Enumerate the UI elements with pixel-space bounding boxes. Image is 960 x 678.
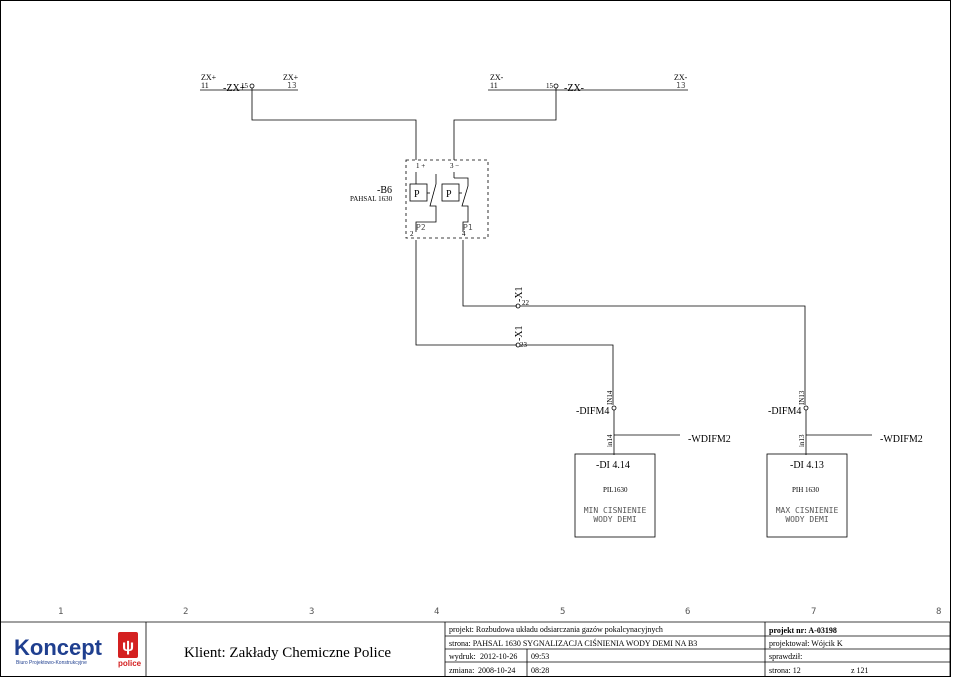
zxm-node	[553, 83, 559, 89]
change-date: 2008-10-24	[478, 666, 515, 675]
zxp-left-name: ZX+	[201, 73, 217, 82]
in13-di: -DI 4.13	[790, 460, 824, 471]
in14-difm: -DIFM4	[576, 406, 609, 417]
zxp-mid-pin: 15	[241, 82, 249, 90]
device-b6-pin2: 2	[410, 230, 414, 238]
wire-x1-23-in14	[520, 344, 614, 405]
print-label: wydruk:	[449, 652, 476, 661]
column-ruler: 1 2 3 4 5 6 7 8	[0, 607, 950, 623]
zxp-right-pin: 13	[287, 81, 297, 90]
logo-text: Koncept	[14, 635, 103, 660]
column-number: 3	[309, 607, 314, 617]
x1-22-tag: -X1	[514, 286, 525, 302]
column-number: 2	[183, 607, 188, 617]
zxp-left-pin: 11	[201, 81, 209, 90]
in14-di: -DI 4.14	[596, 460, 630, 471]
device-b6-pin3: 3 −	[450, 162, 459, 170]
designer: projektował: Wójcik K	[769, 639, 843, 648]
column-number: 6	[685, 607, 690, 617]
in14-pin: IN14	[606, 390, 614, 405]
x1-23-tag: -X1	[514, 325, 525, 341]
column-number: 8	[936, 607, 941, 617]
zxm-label: -ZX-	[564, 83, 584, 94]
in14-small: in14	[606, 434, 614, 447]
pressure-label-left: P	[414, 189, 420, 200]
in14-node	[611, 405, 617, 411]
device-b6-model: PAHSAL 1630	[350, 195, 393, 203]
pressure-label-right: P	[446, 189, 452, 200]
in14-code: PIL1630	[603, 486, 628, 494]
zxp-node	[249, 83, 255, 89]
zxm-right-name: ZX-	[674, 73, 688, 82]
zxm-left-pin: 11	[490, 81, 498, 90]
logo-tag: police	[118, 659, 142, 668]
in14-wdifm: -WDIFM2	[688, 434, 731, 445]
client-name: Klient: Zakłady Chemiczne Police	[184, 645, 391, 661]
in13-node	[803, 405, 809, 411]
terminal-x1-22: -X1 22	[514, 286, 530, 309]
wire-zx-minus	[453, 88, 557, 160]
checker: sprawdził:	[769, 652, 802, 661]
terminal-x1-23: -X1 23	[514, 325, 528, 349]
device-b6-pin1: 1 +	[416, 162, 425, 170]
project-title: projekt: Rozbudowa układu odsiarczania g…	[449, 625, 663, 634]
page-title: strona: PAHSAL 1630 SYGNALIZACJA CIŚNIEN…	[449, 638, 697, 648]
in14-box	[574, 453, 656, 538]
wire-zx-plus	[251, 88, 417, 160]
in13-pin: IN13	[798, 390, 806, 405]
column-number: 7	[811, 607, 816, 617]
input-channel-in14: -DIFM4 IN14 in14 -WDIFM2 -DI 4.14 PIL163…	[574, 390, 731, 538]
column-number: 4	[434, 607, 439, 617]
device-b6-out-right: P1	[463, 223, 473, 232]
device-b6-frame	[405, 159, 489, 239]
page-total: z 121	[851, 666, 869, 675]
device-b6-out-left: P2	[416, 223, 426, 232]
pressure-box-left	[409, 183, 428, 202]
zxm-mid-pin: 15	[546, 82, 554, 90]
zxm-right-pin: 13	[676, 81, 686, 90]
device-b6-tag: -B6	[377, 185, 392, 196]
project-number: projekt nr: A-03198	[769, 626, 837, 635]
zxp-right-name: ZX+	[283, 73, 299, 82]
change-label: zmiana:	[449, 666, 474, 675]
in13-code: PIH 1630	[792, 486, 820, 494]
svg-text:ψ: ψ	[122, 638, 134, 655]
change-time: 08:28	[531, 666, 549, 675]
title-block: Koncept ψ Biuro Projektowo-Konstrukcyjne…	[0, 622, 951, 677]
device-b6: -B6 PAHSAL 1630 1 + 3 − P P P2 P1 2 4	[350, 159, 489, 239]
in14-desc1: MIN CISNIENIE	[584, 506, 647, 515]
wire-p1-x1-22	[462, 240, 517, 307]
terminal-zx-plus: ZX+ 11 -ZX+ 15 ZX+ 13	[200, 73, 299, 94]
logo-subtitle: Biuro Projektowo-Konstrukcyjne	[16, 660, 87, 666]
x1-22-pin: 22	[522, 299, 530, 307]
in14-desc2: WODY DEMI	[593, 515, 637, 524]
x1-23-pin: 23	[520, 341, 528, 349]
zxp-label: -ZX+	[223, 83, 246, 94]
column-number: 1	[58, 607, 63, 617]
terminal-zx-minus: ZX- 11 15 -ZX- ZX- 13	[488, 73, 688, 94]
contact-right	[454, 177, 469, 232]
contact-left	[415, 174, 437, 232]
pressure-box-right	[441, 183, 460, 202]
in13-desc2: WODY DEMI	[785, 515, 829, 524]
logo-emblem	[118, 632, 138, 658]
in13-box	[766, 453, 848, 538]
company-logo: Koncept ψ Biuro Projektowo-Konstrukcyjne…	[14, 632, 142, 668]
device-b6-pin4: 4	[462, 230, 466, 238]
column-number: 5	[560, 607, 565, 617]
input-channel-in13: -DIFM4 IN13 in13 -WDIFM2 -DI 4.13 PIH 16…	[766, 390, 923, 538]
wire-p2-x1-23	[415, 240, 517, 346]
page-number: strona: 12	[769, 666, 801, 675]
wire-x1-22-in13	[520, 305, 806, 405]
in13-wdifm: -WDIFM2	[880, 434, 923, 445]
zxm-left-name: ZX-	[490, 73, 504, 82]
print-time: 09:53	[531, 652, 549, 661]
print-date: 2012-10-26	[480, 652, 517, 661]
in13-difm: -DIFM4	[768, 406, 801, 417]
in13-small: in13	[798, 434, 806, 447]
in13-desc1: MAX CISNIENIE	[776, 506, 839, 515]
